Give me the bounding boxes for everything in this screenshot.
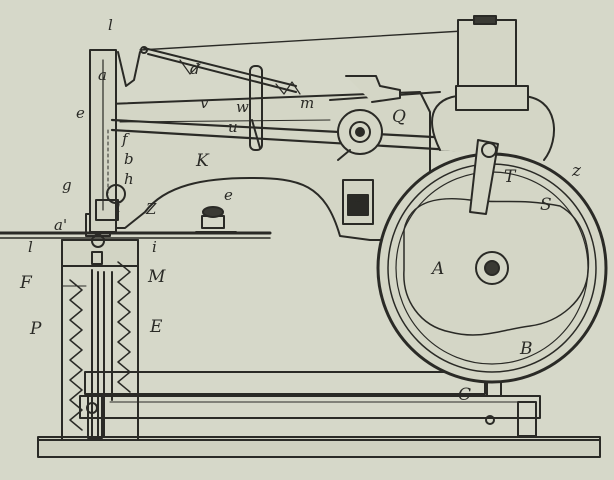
- label-b: b: [124, 150, 134, 168]
- bell-housing: [431, 15, 555, 161]
- label-b-cap: B: [519, 339, 533, 359]
- flywheel: [376, 152, 608, 384]
- label-e-cap: E: [149, 317, 163, 337]
- needle-bar-column: [89, 49, 141, 233]
- label-h: h: [124, 170, 134, 188]
- label-a-prime: a': [54, 216, 67, 234]
- label-m: M: [147, 267, 166, 287]
- thread-lever: [139, 29, 481, 151]
- label-q: Q: [392, 107, 406, 127]
- label-z: Z: [145, 200, 157, 218]
- label-l-left: l: [28, 238, 33, 256]
- label-e-mid: e: [224, 186, 233, 204]
- label-a: a: [98, 66, 107, 84]
- label-d: d: [190, 60, 200, 78]
- crank-arm: [469, 139, 499, 215]
- label-k: K: [195, 151, 210, 171]
- thread-spool-knob: [195, 206, 237, 233]
- label-t: T: [504, 167, 517, 187]
- gear-wheel: [337, 109, 383, 161]
- label-z-right: z: [571, 161, 582, 181]
- label-f: f: [121, 130, 130, 148]
- label-f-cap: F: [19, 273, 33, 293]
- label-c-cap: C: [458, 385, 471, 405]
- label-v: v: [200, 94, 209, 112]
- spring-e: [117, 261, 131, 393]
- label-s: S: [540, 195, 552, 215]
- label-g: g: [62, 176, 72, 194]
- label-i: i: [116, 198, 121, 216]
- label-i-right: i: [152, 238, 157, 256]
- spring-p: [69, 279, 83, 431]
- label-l-top: l: [108, 16, 113, 34]
- label-m-small: m: [300, 94, 314, 112]
- label-w: w: [236, 98, 249, 116]
- label-a-cap: A: [430, 259, 444, 279]
- left-column: [61, 239, 139, 441]
- label-e-small: e: [76, 104, 85, 122]
- label-e-right: e: [354, 188, 363, 206]
- label-p: P: [29, 319, 42, 339]
- label-u: u: [228, 118, 238, 136]
- pitman-rod: [110, 75, 492, 154]
